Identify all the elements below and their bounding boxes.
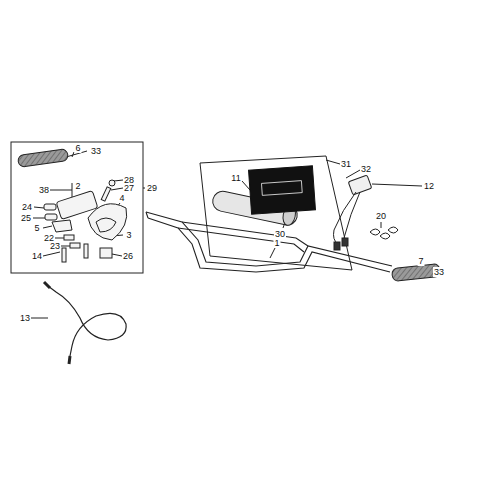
callout-number: 29: [146, 183, 158, 193]
throttle-cable: [44, 282, 126, 364]
callout-number: 20: [375, 211, 387, 221]
adjuster: [100, 248, 112, 258]
nut: [70, 243, 80, 248]
callout-number: 7: [417, 256, 424, 266]
housing: [96, 218, 116, 232]
callout-number: 12: [423, 181, 435, 191]
callout-number: 4: [118, 193, 125, 203]
callout-number: 11: [230, 173, 241, 183]
group-frame: [200, 156, 352, 270]
callout-number: 6: [74, 143, 81, 153]
sticker: [249, 166, 316, 214]
callout-number: 26: [122, 251, 134, 261]
bolt: [84, 244, 88, 258]
callout-number: 31: [340, 159, 352, 169]
callout-number: 24: [21, 202, 33, 212]
housing-cover: [88, 204, 127, 240]
bolt: [62, 248, 66, 262]
kill-switch: [348, 175, 372, 195]
callout-number: 25: [20, 213, 32, 223]
callout-number: 2: [74, 181, 81, 191]
clamp: [52, 220, 72, 232]
callout-number: 14: [31, 251, 43, 261]
callout-number: 3: [125, 230, 132, 240]
callout-number: 33: [90, 146, 102, 156]
callout-number: 1: [273, 238, 280, 248]
grip: [17, 149, 68, 168]
group-frame: [11, 142, 143, 273]
screw: [101, 187, 111, 201]
callout-number: 27: [123, 183, 135, 193]
callout-number: 13: [19, 313, 31, 323]
callout-number: 33: [433, 267, 445, 277]
screw: [45, 214, 57, 220]
callout-number: 23: [49, 241, 61, 251]
callout-number: 32: [360, 164, 372, 174]
clip: [370, 229, 380, 235]
screw: [44, 204, 56, 210]
callout-number: 38: [38, 185, 50, 195]
screw: [109, 180, 115, 186]
callout-number: 5: [33, 223, 40, 233]
nut: [64, 235, 74, 240]
